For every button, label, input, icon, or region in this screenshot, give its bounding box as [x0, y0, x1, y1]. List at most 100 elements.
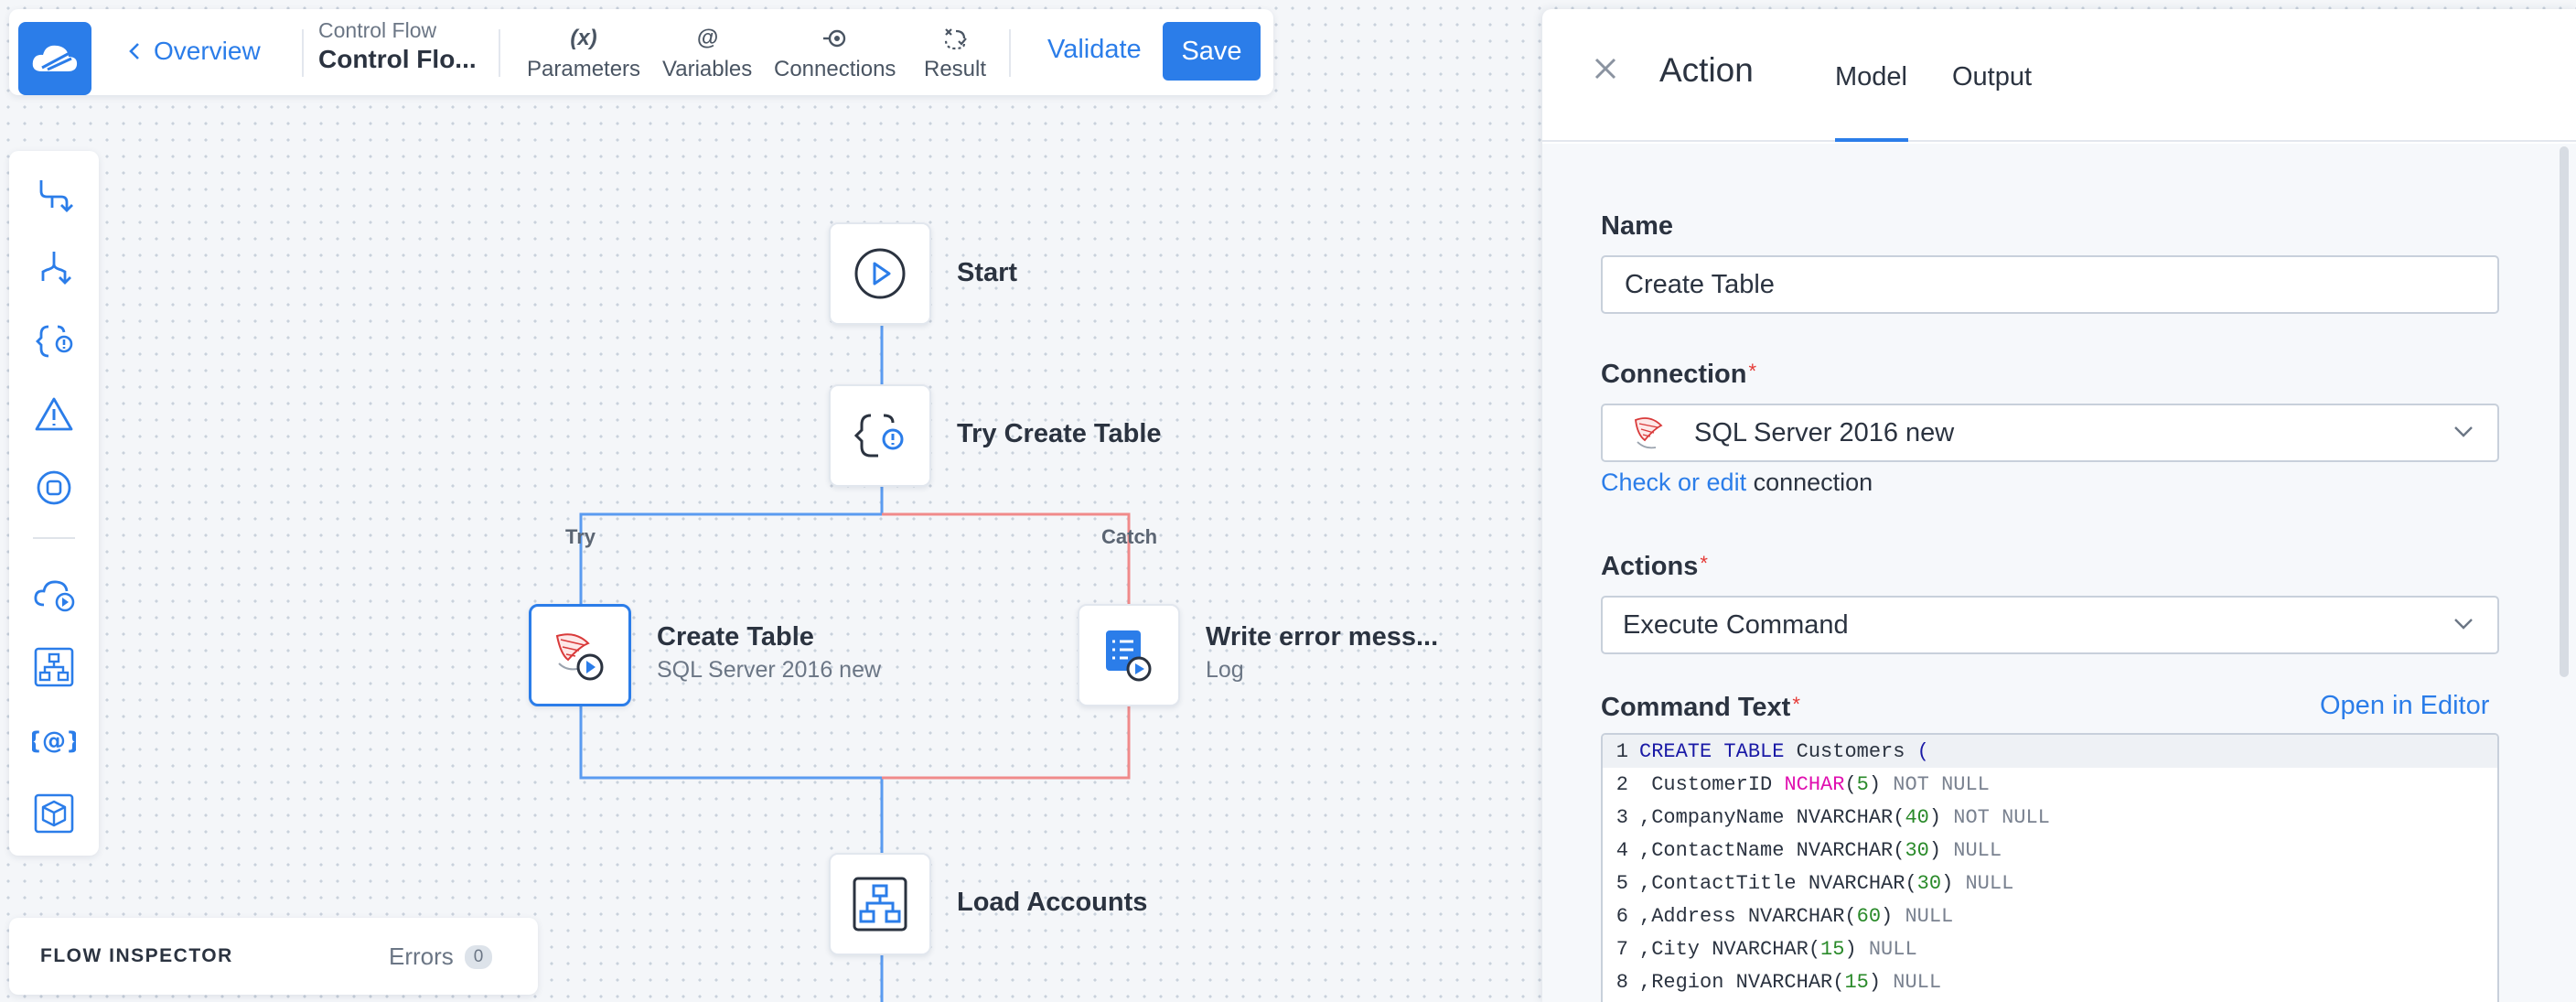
write-error-node[interactable]	[1078, 604, 1180, 706]
actions-value: Execute Command	[1623, 609, 1849, 640]
model-form: Name Connection* SQL Server 2016 new Che…	[1542, 144, 2576, 1002]
warning-icon[interactable]	[30, 391, 78, 438]
code-line[interactable]: 8,Region NVARCHAR(15) NULL	[1603, 965, 2497, 998]
connector-catch-branch	[882, 512, 1131, 606]
tab-model[interactable]: Model	[1835, 62, 1907, 92]
code-line[interactable]: 2 CustomerID NCHAR(5) NOT NULL	[1603, 768, 2497, 801]
code-token: )	[1844, 937, 1869, 961]
data-flow-icon[interactable]	[30, 643, 78, 691]
code-token: NOT NULL	[1893, 772, 1990, 796]
code-token: (	[1844, 772, 1857, 796]
branch-merge-icon[interactable]	[30, 244, 78, 292]
chevron-down-icon	[2454, 619, 2473, 630]
errors-count-badge: 0	[464, 944, 493, 969]
code-token: ,ContactName NVARCHAR(	[1639, 838, 1905, 862]
connector-catch-merge	[882, 706, 1131, 780]
code-line[interactable]: 6,Address NVARCHAR(60) NULL	[1603, 900, 2497, 932]
catch-branch-label: Catch	[1101, 525, 1158, 548]
try-branch-label: Try	[565, 525, 596, 548]
page-title[interactable]: Control Flo...	[318, 45, 477, 73]
back-to-overview-link[interactable]: Overview	[128, 35, 261, 68]
active-tab-indicator	[1835, 138, 1908, 142]
open-in-editor-link[interactable]: Open in Editor	[2320, 691, 2490, 720]
cloud-logo-icon[interactable]	[18, 22, 91, 95]
connections-button[interactable]: Connections	[774, 24, 896, 88]
code-line[interactable]: 4,ContactName NVARCHAR(30) NULL	[1603, 834, 2497, 867]
panel-scrollbar[interactable]	[2560, 146, 2569, 677]
name-input[interactable]	[1601, 255, 2499, 314]
connection-label: Connection*	[1601, 360, 1756, 390]
try-create-table-node[interactable]	[829, 384, 931, 487]
code-token: ,City NVARCHAR(	[1639, 937, 1821, 961]
code-token: 30	[1905, 838, 1929, 862]
actions-label-text: Actions	[1601, 552, 1699, 581]
code-line[interactable]: 7,City NVARCHAR(15) NULL	[1603, 932, 2497, 965]
connections-icon	[821, 24, 849, 53]
code-token: )	[1881, 904, 1905, 928]
line-number: 2	[1615, 772, 1628, 796]
code-token: NULL	[1893, 970, 1942, 994]
code-token: 40	[1905, 805, 1929, 829]
flow-inspector-label: FLOW INSPECTOR	[40, 945, 233, 966]
code-token: NULL	[1965, 871, 2014, 895]
check-connection-text: Check or edit connection	[1601, 469, 1873, 497]
branch-split-icon[interactable]	[30, 171, 78, 219]
stop-icon[interactable]	[30, 464, 78, 512]
validate-button[interactable]: Validate	[1047, 35, 1142, 64]
command-text-editor[interactable]: 1 CREATE TABLE Customers (2 CustomerID NC…	[1601, 733, 2499, 1002]
connections-label: Connections	[774, 57, 896, 81]
data-flow-icon	[853, 877, 907, 932]
result-button[interactable]: Result	[924, 24, 986, 88]
variable-icon[interactable]: {@}	[30, 716, 78, 764]
sql-server-run-icon	[555, 633, 604, 681]
close-icon[interactable]	[1594, 57, 1617, 85]
save-button[interactable]: Save	[1163, 22, 1261, 81]
errors-toggle[interactable]: Errors 0	[389, 943, 493, 971]
log-run-icon	[1106, 630, 1152, 682]
line-number: 1	[1615, 739, 1628, 763]
tab-output[interactable]: Output	[1952, 62, 2033, 92]
breadcrumb: Control Flow Control Flo...	[318, 18, 483, 74]
create-table-node[interactable]	[529, 604, 631, 706]
line-number: 5	[1615, 871, 1628, 895]
code-line[interactable]: 5,ContactTitle NVARCHAR(30) NULL	[1603, 867, 2497, 900]
code-token: 30	[1916, 871, 1942, 895]
code-token: ,Region NVARCHAR(	[1639, 970, 1845, 994]
cube-icon[interactable]	[30, 790, 78, 837]
chevron-left-icon	[129, 43, 139, 59]
check-connection-suffix: connection	[1753, 469, 1873, 496]
code-token: )	[1928, 838, 1954, 862]
load-accounts-label: Load Accounts	[957, 888, 1148, 917]
code-token: CustomerID	[1639, 772, 1785, 796]
code-token: NCHAR	[1784, 772, 1845, 796]
code-token: Customers	[1784, 739, 1917, 763]
parameters-button[interactable]: (x) Parameters	[527, 24, 640, 88]
try-catch-icon[interactable]	[30, 318, 78, 365]
errors-label: Errors	[389, 943, 454, 970]
toolbar-divider	[499, 29, 500, 77]
parameters-icon: (x)	[570, 26, 597, 50]
palette-divider	[33, 537, 75, 539]
top-toolbar: Overview Control Flow Control Flo... (x)…	[9, 9, 1273, 95]
required-marker: *	[1700, 552, 1708, 575]
connection-select[interactable]: SQL Server 2016 new	[1601, 404, 2499, 462]
check-or-edit-link[interactable]: Check or edit	[1601, 469, 1747, 496]
run-package-icon[interactable]	[30, 570, 78, 618]
line-number: 8	[1615, 970, 1628, 994]
start-node[interactable]	[829, 222, 931, 325]
code-token: CREATE TABLE	[1639, 739, 1785, 763]
connection-label-text: Connection	[1601, 360, 1747, 389]
variables-button[interactable]: @ Variables	[662, 24, 752, 88]
line-number: 6	[1615, 904, 1628, 928]
flow-inspector[interactable]: FLOW INSPECTOR Errors 0	[9, 918, 538, 995]
required-marker: *	[1748, 360, 1757, 382]
actions-select[interactable]: Execute Command	[1601, 596, 2499, 654]
action-panel: Action Model Output Name Connection* SQL…	[1542, 9, 2576, 1002]
code-line[interactable]: 3,CompanyName NVARCHAR(40) NOT NULL	[1603, 801, 2497, 834]
code-token: NOT NULL	[1953, 805, 2050, 829]
load-accounts-node[interactable]	[829, 853, 931, 955]
command-text-label: Command Text*	[1601, 693, 1800, 723]
connector-try-branch	[579, 487, 884, 606]
try-create-table-label: Try Create Table	[957, 419, 1162, 448]
